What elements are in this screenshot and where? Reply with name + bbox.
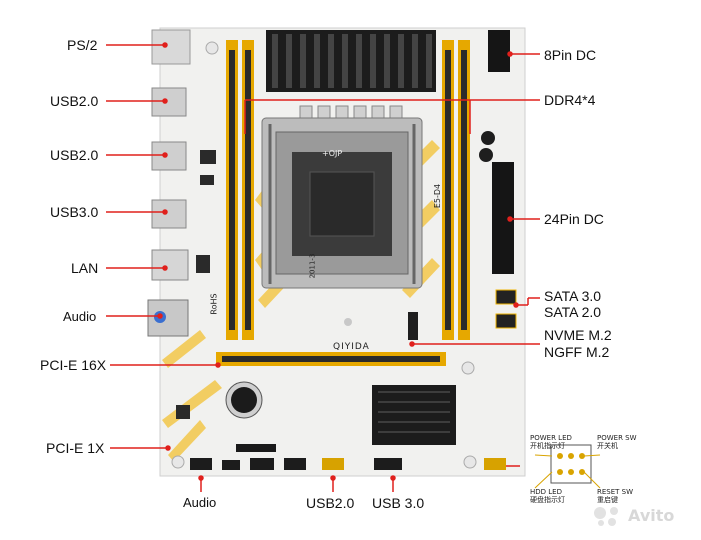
label-usb3: USB3.0: [50, 204, 99, 220]
label-usb3-front: USB 3.0: [372, 495, 425, 511]
8pin-connector: [488, 30, 510, 72]
front-panel-header: [484, 458, 506, 470]
audio-rear-port: [147, 299, 189, 337]
socket-text: +OJP: [322, 149, 343, 158]
label-lan: LAN: [71, 260, 99, 276]
24pin-connector: [492, 162, 514, 274]
chipset-heatsink: [372, 385, 456, 445]
watermark-logo-icon: [594, 507, 618, 526]
m2-slot: [408, 312, 418, 340]
usb2-port-a: [151, 87, 187, 117]
fp-power-sw-cn: 开关机: [597, 442, 618, 450]
label-sata2: SATA 2.0: [544, 304, 602, 320]
pointer-lines: [106, 42, 540, 492]
label-nvme: NVME M.2: [544, 327, 612, 343]
fp-reset-sw: RESET SW: [597, 488, 634, 496]
brand-logo: QIYIDA: [333, 342, 370, 352]
fp-hdd-led-cn: 硬盘指示灯: [530, 496, 565, 504]
sata3-port: [495, 289, 517, 305]
label-ddr: DDR4*4: [544, 92, 596, 108]
usb3-port: [151, 199, 187, 229]
pcie-1x-slot: [236, 444, 276, 452]
audio-header: [190, 458, 212, 470]
label-8pin: 8Pin DC: [544, 47, 597, 63]
watermark-text: Avito: [628, 506, 675, 525]
vrm-heatsink: [266, 30, 436, 92]
usb2-header: [322, 458, 344, 470]
fp-power-led: POWER LED: [530, 434, 572, 442]
socket-mark: 2011-3: [308, 253, 317, 279]
ps2-port: [151, 29, 191, 65]
usb2-port-b: [151, 141, 187, 171]
cpu-marking: E5-D4: [433, 183, 443, 209]
label-usb2-front: USB2.0: [306, 495, 355, 511]
fp-power-led-cn: 开机指示灯: [530, 442, 565, 450]
label-ngff: NGFF M.2: [544, 344, 610, 360]
label-audio-rear: Audio: [63, 309, 97, 324]
label-sata3: SATA 3.0: [544, 288, 602, 304]
rohs-mark: RoHS: [209, 293, 219, 315]
front-panel-diagram: [534, 444, 601, 489]
lan-port: [151, 249, 189, 281]
sata2-port: [495, 313, 517, 329]
fp-power-sw: POWER SW: [597, 434, 637, 442]
usb3-header: [374, 458, 402, 470]
label-pcie1: PCI-E 1X: [46, 440, 105, 456]
fp-reset-sw-cn: 重启键: [597, 496, 618, 504]
label-24pin: 24Pin DC: [544, 211, 604, 227]
label-pcie16: PCI-E 16X: [40, 357, 107, 373]
label-usb2-b: USB2.0: [50, 147, 99, 163]
label-usb2-a: USB2.0: [50, 93, 99, 109]
label-audio-front: Audio: [183, 495, 217, 510]
fp-hdd-led: HDD LED: [530, 488, 562, 496]
label-ps2: PS/2: [67, 37, 98, 53]
